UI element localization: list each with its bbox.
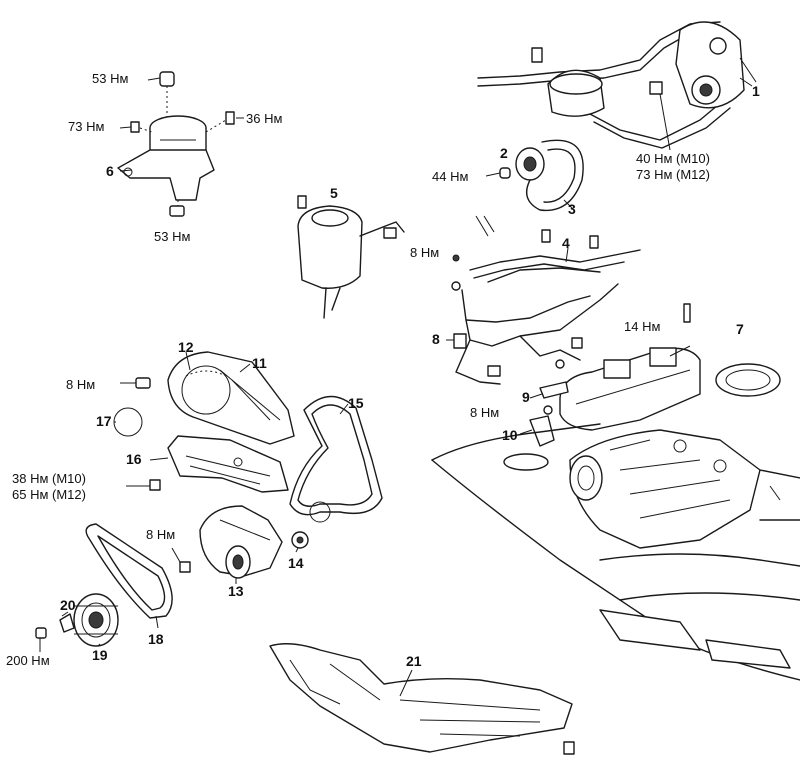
part-16-label: 16 [126, 451, 142, 467]
part-10-label: 10 [502, 427, 518, 443]
torque-pump-bracket-b: 73 Нм (M12) [636, 167, 710, 182]
pump-pulley-belt [499, 139, 584, 212]
drive-belt-pulley [35, 523, 173, 647]
timing-cover-middle [149, 435, 289, 493]
engine-and-body [431, 363, 800, 681]
torque-timing-cover: 8 Нм [66, 377, 96, 392]
part-12-label: 12 [178, 339, 194, 355]
torque-mount-top: 53 Нм [92, 71, 129, 86]
part-19-label: 19 [92, 647, 108, 663]
part-20-label: 20 [60, 597, 76, 613]
part-11-label: 11 [252, 355, 267, 371]
leader-lines [39, 77, 753, 697]
part-13-label: 13 [228, 583, 244, 599]
reservoir-assembly [297, 195, 405, 319]
torque-pulley-bolt: 44 Нм [432, 169, 469, 184]
part-7-label: 7 [736, 321, 744, 337]
valve-cover [559, 303, 701, 431]
torque-mount-bottom: 53 Нм [154, 229, 191, 244]
torque-pump-bracket-a: 40 Нм (M10) [636, 151, 710, 166]
part-3-label: 3 [568, 201, 576, 217]
torque-pipe-bolt: 8 Нм [410, 245, 440, 260]
engine-mount-assembly [117, 71, 235, 217]
part-1-label: 1 [752, 83, 760, 99]
torque-bracket-bolt: 8 Нм [470, 405, 500, 420]
under-cover [269, 643, 575, 755]
timing-cover-upper [113, 351, 295, 445]
part-6-label: 6 [106, 163, 114, 179]
torque-cover-lower-a: 38 Нм (M10) [12, 471, 86, 486]
torque-lower-cover-bolt: 8 Нм [146, 527, 176, 542]
part-14-label: 14 [288, 555, 304, 571]
brackets [529, 381, 569, 447]
torque-mount-right: 36 Нм [246, 111, 283, 126]
torque-cover-bolt: 14 Нм [624, 319, 661, 334]
part-15-label: 15 [348, 395, 364, 411]
torque-cover-lower-b: 65 Нм (M12) [12, 487, 86, 502]
part-21-label: 21 [406, 653, 422, 669]
part-2-label: 2 [500, 145, 508, 161]
part-5-label: 5 [330, 185, 338, 201]
part-17-label: 17 [96, 413, 112, 429]
power-steering-pump-assembly [477, 21, 757, 149]
wiring-harness [451, 281, 619, 385]
part-18-label: 18 [148, 631, 164, 647]
part-9-label: 9 [522, 389, 530, 405]
part-8-label: 8 [432, 331, 440, 347]
torque-crank-bolt: 200 Нм [6, 653, 50, 668]
torque-mount-left: 73 Нм [68, 119, 105, 134]
timing-belt [289, 395, 383, 549]
pipe-assembly [452, 215, 641, 283]
timing-cover-lower [179, 505, 283, 579]
part-4-label: 4 [562, 235, 570, 251]
